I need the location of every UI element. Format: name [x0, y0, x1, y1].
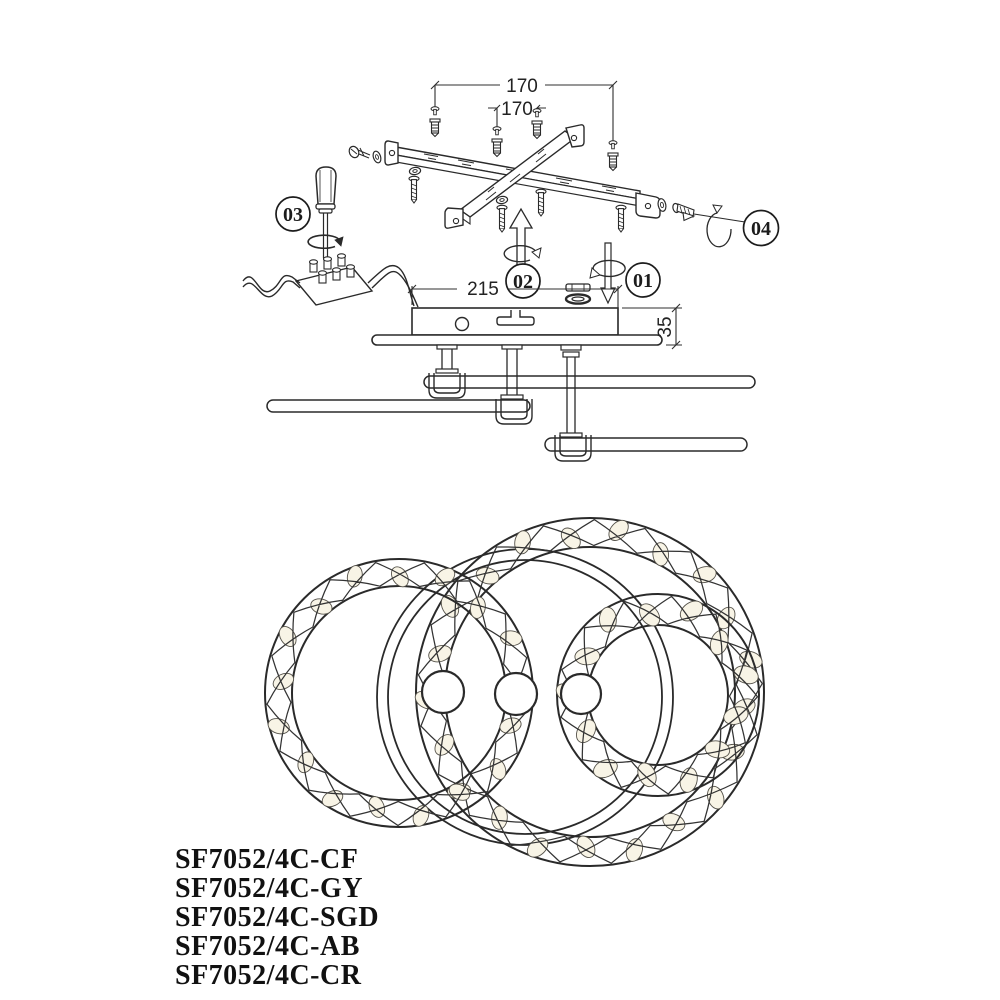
- terminal-screws: [308, 253, 356, 284]
- arrow-head-left: [682, 211, 696, 222]
- step-04-label: 04: [751, 218, 771, 240]
- dim-170-inner: 170: [501, 99, 533, 120]
- lock-collar-parts: [564, 283, 592, 305]
- dim-215: 215: [467, 279, 499, 300]
- rotate-arrow-04: [706, 212, 732, 248]
- dimension-bracket-inner: 170: [488, 99, 546, 129]
- step-03-label: 03: [283, 204, 303, 226]
- step-02-label: 02: [513, 271, 533, 293]
- keyhole-slot: [496, 310, 535, 326]
- ring-clamp-3: [554, 435, 592, 462]
- ring-hub: [420, 669, 466, 715]
- bracket-flange-bottom: [444, 207, 464, 229]
- rotate-arrow-01: [592, 259, 626, 278]
- ring-hub: [559, 672, 603, 716]
- ring-clamp-2: [495, 399, 533, 425]
- step-01-label: 01: [633, 270, 653, 292]
- bracket-flange-left: [384, 140, 399, 166]
- ring-bar-left: [266, 399, 531, 413]
- flange-screw-left: [348, 145, 382, 164]
- braided-ring-left: [264, 558, 534, 828]
- terminal-block: [242, 253, 419, 308]
- bracket-slots-b: [485, 148, 547, 201]
- wire-right: [367, 264, 415, 307]
- canopy-hole: [454, 316, 470, 332]
- braided-ring-small: [555, 593, 760, 797]
- model-number-list: SF7052/4C-CF SF7052/4C-GY SF7052/4C-SGD …: [175, 844, 379, 991]
- dim-170-top: 170: [506, 76, 538, 97]
- bracket-flange-right: [635, 192, 661, 219]
- model-line-5: SF7052/4C-CR: [175, 960, 362, 991]
- rotate-arrow-03: [307, 234, 341, 250]
- model-line-3: SF7052/4C-SGD: [175, 902, 379, 933]
- arrow-up-02: [503, 207, 542, 272]
- model-line-4: SF7052/4C-AB: [175, 931, 360, 962]
- dimension-bracket-span: 170: [430, 76, 618, 141]
- dimension-canopy-height: 35: [622, 303, 682, 350]
- ring-bar-bottom: [544, 437, 748, 452]
- ring-arms-side-view: [266, 344, 756, 462]
- decorative-rings-front-view: [264, 517, 765, 867]
- mounting-bracket-cross: [384, 124, 661, 229]
- dimension-canopy-width: 215: [407, 279, 623, 334]
- model-line-1: SF7052/4C-CF: [175, 844, 358, 875]
- dim-35: 35: [655, 316, 676, 337]
- rotate-arrow-02: [503, 245, 537, 263]
- ring-bar-top: [423, 375, 756, 389]
- ring-hub: [493, 671, 539, 717]
- model-line-2: SF7052/4C-GY: [175, 873, 363, 904]
- wire-left: [242, 274, 301, 293]
- ring-clamp-1: [428, 373, 466, 399]
- flange-screw-right: [657, 198, 746, 248]
- canopy-base-plate: [371, 334, 663, 346]
- arrow-down-01: [589, 242, 626, 305]
- screwdriver: [307, 166, 344, 267]
